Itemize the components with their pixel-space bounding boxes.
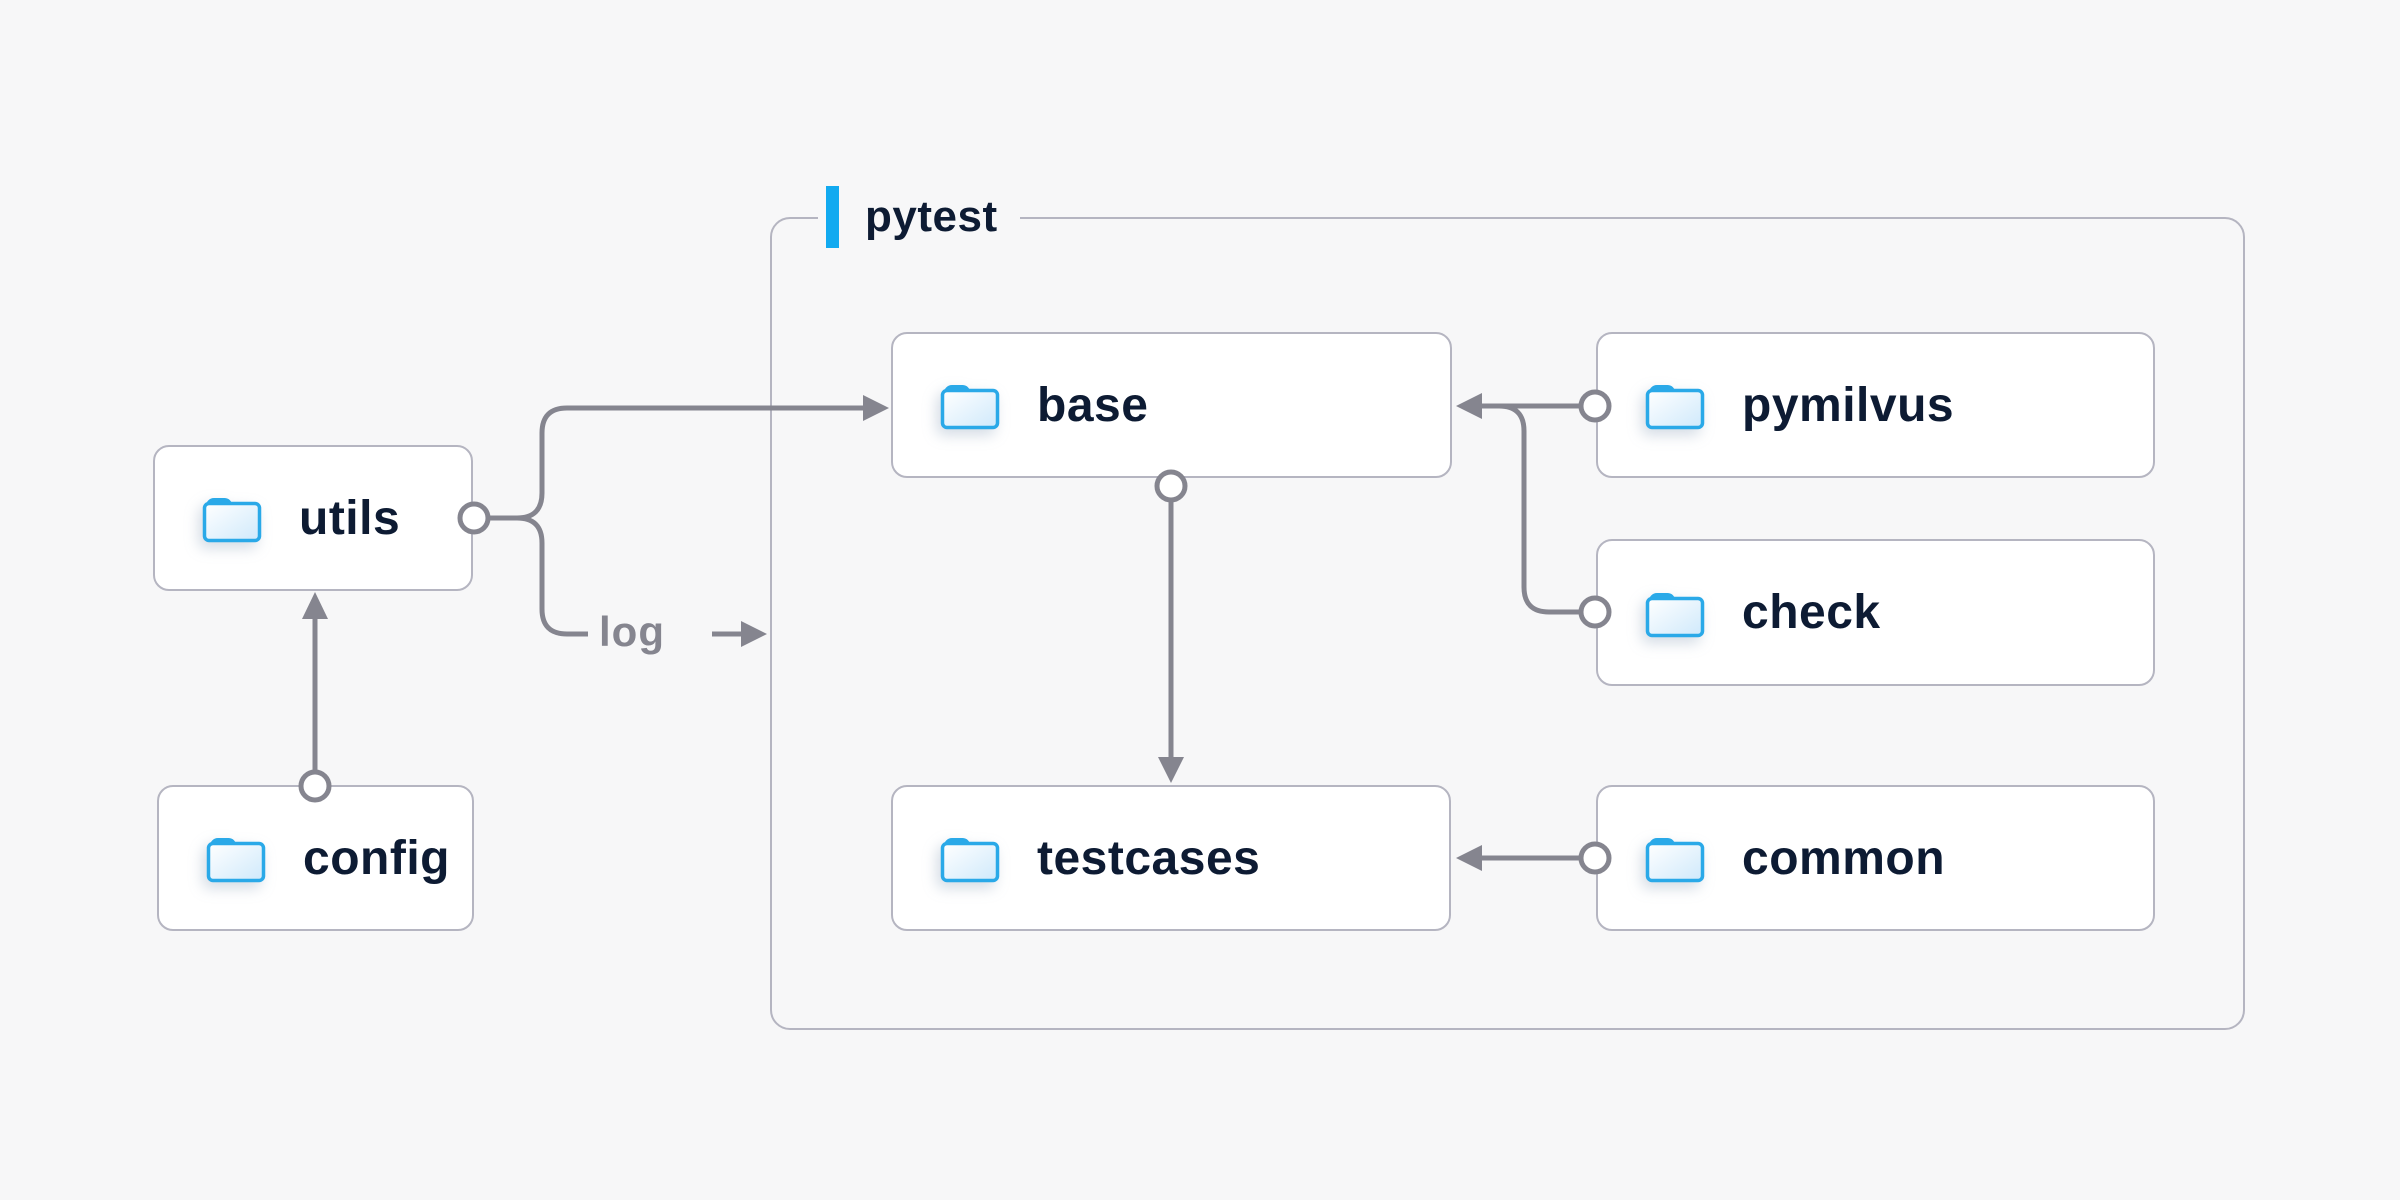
node-base: base [891,332,1452,478]
pytest-group-box [770,217,2245,1030]
folder-icon [940,838,1000,883]
node-label: check [1742,586,1881,639]
node-config: config [157,785,474,931]
folder-icon [1645,838,1705,883]
node-utils: utils [153,445,473,591]
node-label: common [1742,831,1946,885]
folder-icon [202,498,262,543]
arrowhead-log-pytest [741,621,767,647]
edge-label-log: log [599,608,665,655]
group-title: pytest [865,192,998,241]
node-pymilvus: pymilvus [1596,332,2155,478]
edge-utils-log [489,515,588,637]
pytest-group-label: pytest [818,184,1020,250]
node-label: utils [299,491,401,545]
node-label: config [303,831,450,885]
node-common: common [1596,785,2155,931]
node-label: testcases [1037,831,1261,885]
arrowhead-config-utils [302,592,328,619]
accent-bar [826,186,839,248]
folder-icon [1645,385,1705,430]
node-label: base [1037,378,1149,432]
folder-icon [1645,592,1705,637]
node-testcases: testcases [891,785,1451,931]
folder-icon [206,838,266,883]
folder-icon [940,385,1000,430]
node-label: pymilvus [1742,378,1955,432]
node-check: check [1596,539,2155,686]
